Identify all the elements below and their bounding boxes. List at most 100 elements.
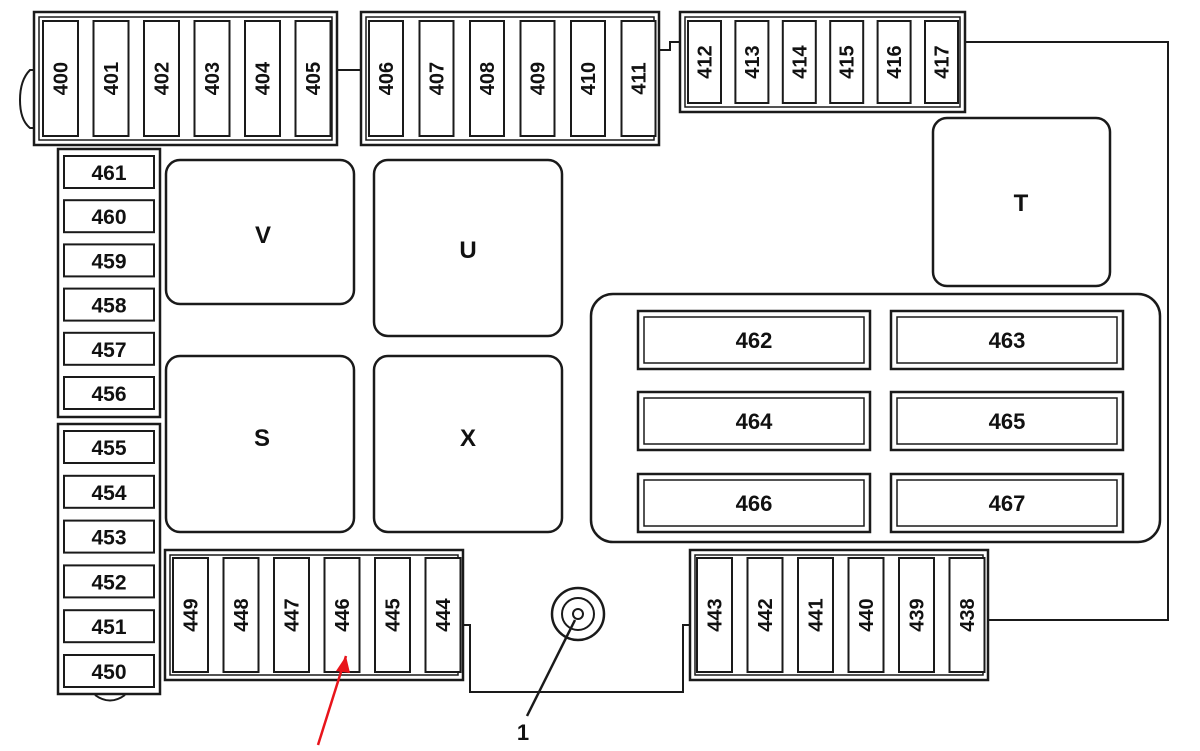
- fuse-slot-458: 458: [63, 287, 155, 322]
- fuse-slot-body: [143, 20, 180, 137]
- fuse-label: 444: [433, 597, 455, 631]
- large-fuse-inner: [643, 316, 865, 364]
- fuse-slot-459: 459: [63, 243, 155, 278]
- fuse-label: 442: [755, 598, 777, 631]
- fuse-slot-body: [92, 20, 130, 137]
- left-fuse-column-upper-frame: [56, 147, 162, 419]
- fuse-label: 407: [427, 62, 449, 95]
- fuse-label: 447: [282, 598, 304, 631]
- fuse-slot-body: [244, 20, 281, 137]
- large-fuse-467: 467: [889, 472, 1125, 534]
- fuse-slot-460: 460: [63, 199, 155, 234]
- large-fuse-outer: [636, 390, 872, 452]
- fuse-label: 409: [528, 62, 550, 95]
- fuse-slot-body: [797, 557, 834, 673]
- fuse-label: 412: [695, 45, 717, 78]
- fuse-slot-body: [63, 243, 155, 278]
- relay-t-label: T: [1014, 190, 1029, 217]
- fuse-slot-405: 405: [294, 20, 332, 137]
- large-fuse-inner: [896, 316, 1118, 364]
- relay-x-label: X: [460, 425, 476, 452]
- fuse-slot-body: [63, 564, 155, 599]
- fuse-slot-451: 451: [63, 609, 155, 644]
- fuse-label: 443: [705, 598, 727, 631]
- relay-v-body: [164, 158, 356, 306]
- top-fuse-group-a-inner: [38, 16, 333, 141]
- fuse-slot-441: 441: [797, 557, 834, 673]
- fuse-slot-445: 445: [374, 557, 411, 673]
- top-left-tab: [18, 69, 39, 129]
- callout-leader-line: [525, 619, 577, 717]
- bolt-inner-ring: [561, 597, 595, 631]
- highlight-arrowhead: [336, 656, 350, 673]
- fuse-slot-456: 456: [63, 376, 155, 410]
- fuse-label: 456: [91, 383, 126, 406]
- fuse-slot-body: [418, 20, 455, 137]
- fuse-label: 417: [932, 45, 954, 78]
- bottom-left-tab: [94, 694, 126, 702]
- fuse-label: 440: [856, 598, 878, 631]
- fuse-slot-403: 403: [193, 20, 231, 137]
- fuse-slot-body: [294, 20, 332, 137]
- relay-t-body: [931, 116, 1112, 288]
- fuse-slot-454: 454: [63, 474, 155, 509]
- fuse-slot-body: [469, 20, 505, 137]
- fuse-slot-410: 410: [570, 20, 606, 137]
- right-housing-wire: [965, 41, 1169, 621]
- fuse-label: 453: [91, 527, 126, 550]
- fuse-label: 458: [91, 295, 126, 318]
- fuse-slot-413: 413: [734, 20, 770, 104]
- fuse-slot-412: 412: [687, 20, 722, 104]
- fuse-slot-453: 453: [63, 519, 155, 554]
- fuse-slot-406: 406: [368, 20, 404, 137]
- fuse-label: 404: [253, 61, 275, 95]
- fuse-slot-body: [222, 557, 260, 673]
- fuse-slot-407: 407: [418, 20, 455, 137]
- fuse-label: 416: [884, 45, 906, 78]
- fuse-label: 454: [91, 482, 126, 505]
- fuse-label: 455: [91, 437, 126, 460]
- fuse-label: 445: [383, 598, 405, 631]
- fuse-label: 408: [477, 62, 499, 95]
- fuse-label: 411: [629, 62, 651, 94]
- fuse-slot-body: [948, 557, 986, 673]
- relay-v-label: V: [255, 222, 271, 249]
- relay-s: S: [164, 354, 356, 534]
- large-fuse-inner: [643, 397, 865, 445]
- fuse-slot-446: 446: [323, 557, 361, 673]
- fuse-label: 451: [91, 616, 126, 639]
- fuse-slot-449: 449: [172, 557, 209, 673]
- fuse-label: 441: [806, 598, 828, 631]
- fuse-slot-409: 409: [519, 20, 556, 137]
- large-fuse-outer: [636, 472, 872, 534]
- fuse-label: 460: [91, 206, 126, 229]
- fuse-slot-body: [620, 20, 657, 137]
- fuse-label: 415: [837, 45, 859, 78]
- fuse-slot-body: [687, 20, 722, 104]
- fuse-slot-body: [323, 557, 361, 673]
- large-fuse-465: 465: [889, 390, 1125, 452]
- top-fuse-group-c-frame: [678, 10, 967, 114]
- fuse-slot-body: [746, 557, 784, 673]
- large-fuse-462: 462: [636, 309, 872, 371]
- top-fuse-group-a-frame: [32, 10, 339, 147]
- fuse-slot-452: 452: [63, 564, 155, 599]
- large-fuse-466: 466: [636, 472, 872, 534]
- fuse-slot-body: [829, 20, 865, 104]
- fuse-slot-404: 404: [244, 20, 281, 137]
- fuse-slot-447: 447: [273, 557, 310, 673]
- fuse-slot-body: [781, 20, 817, 104]
- large-fuse-464: 464: [636, 390, 872, 452]
- fuse-label: 439: [907, 598, 929, 631]
- fuse-label: 459: [91, 250, 126, 273]
- fuse-slot-body: [63, 519, 155, 554]
- fuse-slot-body: [63, 199, 155, 234]
- fuse-label: 413: [742, 45, 764, 78]
- fuse-slot-body: [570, 20, 606, 137]
- fuse-slot-body: [172, 557, 209, 673]
- top-fuse-group-c-inner: [684, 16, 961, 108]
